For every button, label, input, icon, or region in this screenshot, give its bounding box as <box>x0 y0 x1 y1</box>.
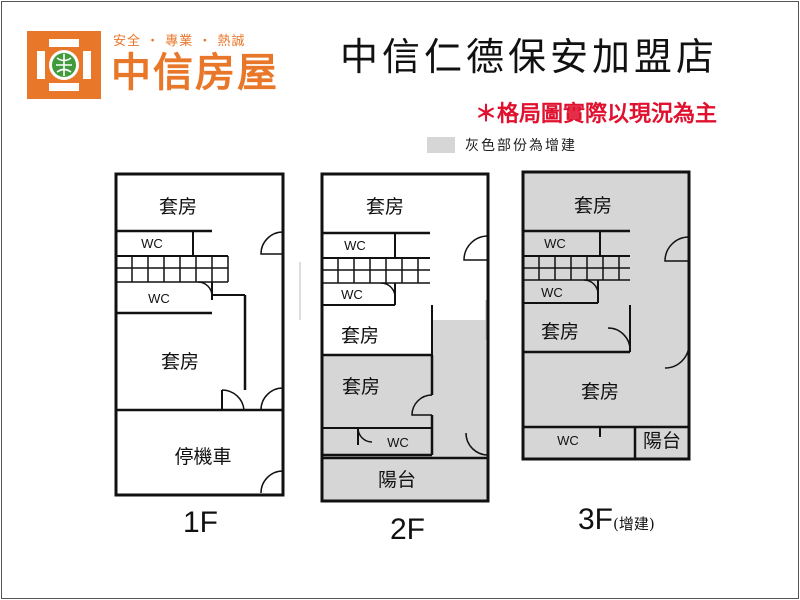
floor-label-3f: 3F(增建) <box>578 503 655 536</box>
3f-suite-top-label: 套房 <box>574 195 612 217</box>
logo-slogan: 安全 ・ 專業 ・ 熱誠 <box>113 34 246 49</box>
legend-text: 灰色部份為增建 <box>465 138 577 154</box>
floor-label-1f: 1F <box>183 506 219 539</box>
floor-label-2f: 2F <box>390 513 426 546</box>
logo-name: 中信房屋 <box>111 50 279 96</box>
2f-suite-gray-label: 套房 <box>342 376 380 398</box>
3f-suite-main-label: 套房 <box>581 381 619 403</box>
logo-emblem-icon <box>27 31 101 99</box>
1f-suite-main-label: 套房 <box>161 351 199 373</box>
3f-wc-upper-label: WC <box>544 236 566 251</box>
company-logo: 安全 ・ 專業 ・ 熱誠 中信房屋 <box>27 31 301 99</box>
floor-label-3f-suffix: (增建) <box>613 515 655 533</box>
1f-suite-top-label: 套房 <box>159 196 197 218</box>
1f-parking-label: 停機車 <box>174 446 231 468</box>
2f-balcony-label: 陽台 <box>378 469 416 491</box>
floor-plan-2f: 套房 WC WC 套房 套房 WC 陽台 <box>320 172 490 503</box>
1f-wc-upper-label: WC <box>141 236 163 251</box>
watermark-lines <box>299 262 487 340</box>
3f-wc-mid-label: WC <box>541 285 563 300</box>
2f-wc-mid-label: WC <box>341 287 363 302</box>
disclaimer-note: ＊格局圖實際以現況為主 <box>475 102 718 127</box>
3f-suite-small-label: 套房 <box>541 321 579 343</box>
2f-suite-top-label: 套房 <box>366 196 404 218</box>
2f-suite-small-label: 套房 <box>341 325 379 347</box>
2f-wc-lower-label: WC <box>387 435 409 450</box>
3f-wc-lower-label: WC <box>557 433 579 448</box>
shop-title: 中信仁德保安加盟店 <box>340 35 719 79</box>
3f-balcony-label: 陽台 <box>643 430 681 452</box>
legend-swatch <box>427 137 455 153</box>
2f-wc-upper-label: WC <box>344 238 366 253</box>
1f-wc-lower-label: WC <box>148 291 170 306</box>
floor-plan-3f: 套房 WC WC 套房 套房 WC 陽台 <box>521 170 691 461</box>
floor-plan-1f: 套房 WC WC 套房 停機車 <box>114 172 285 497</box>
